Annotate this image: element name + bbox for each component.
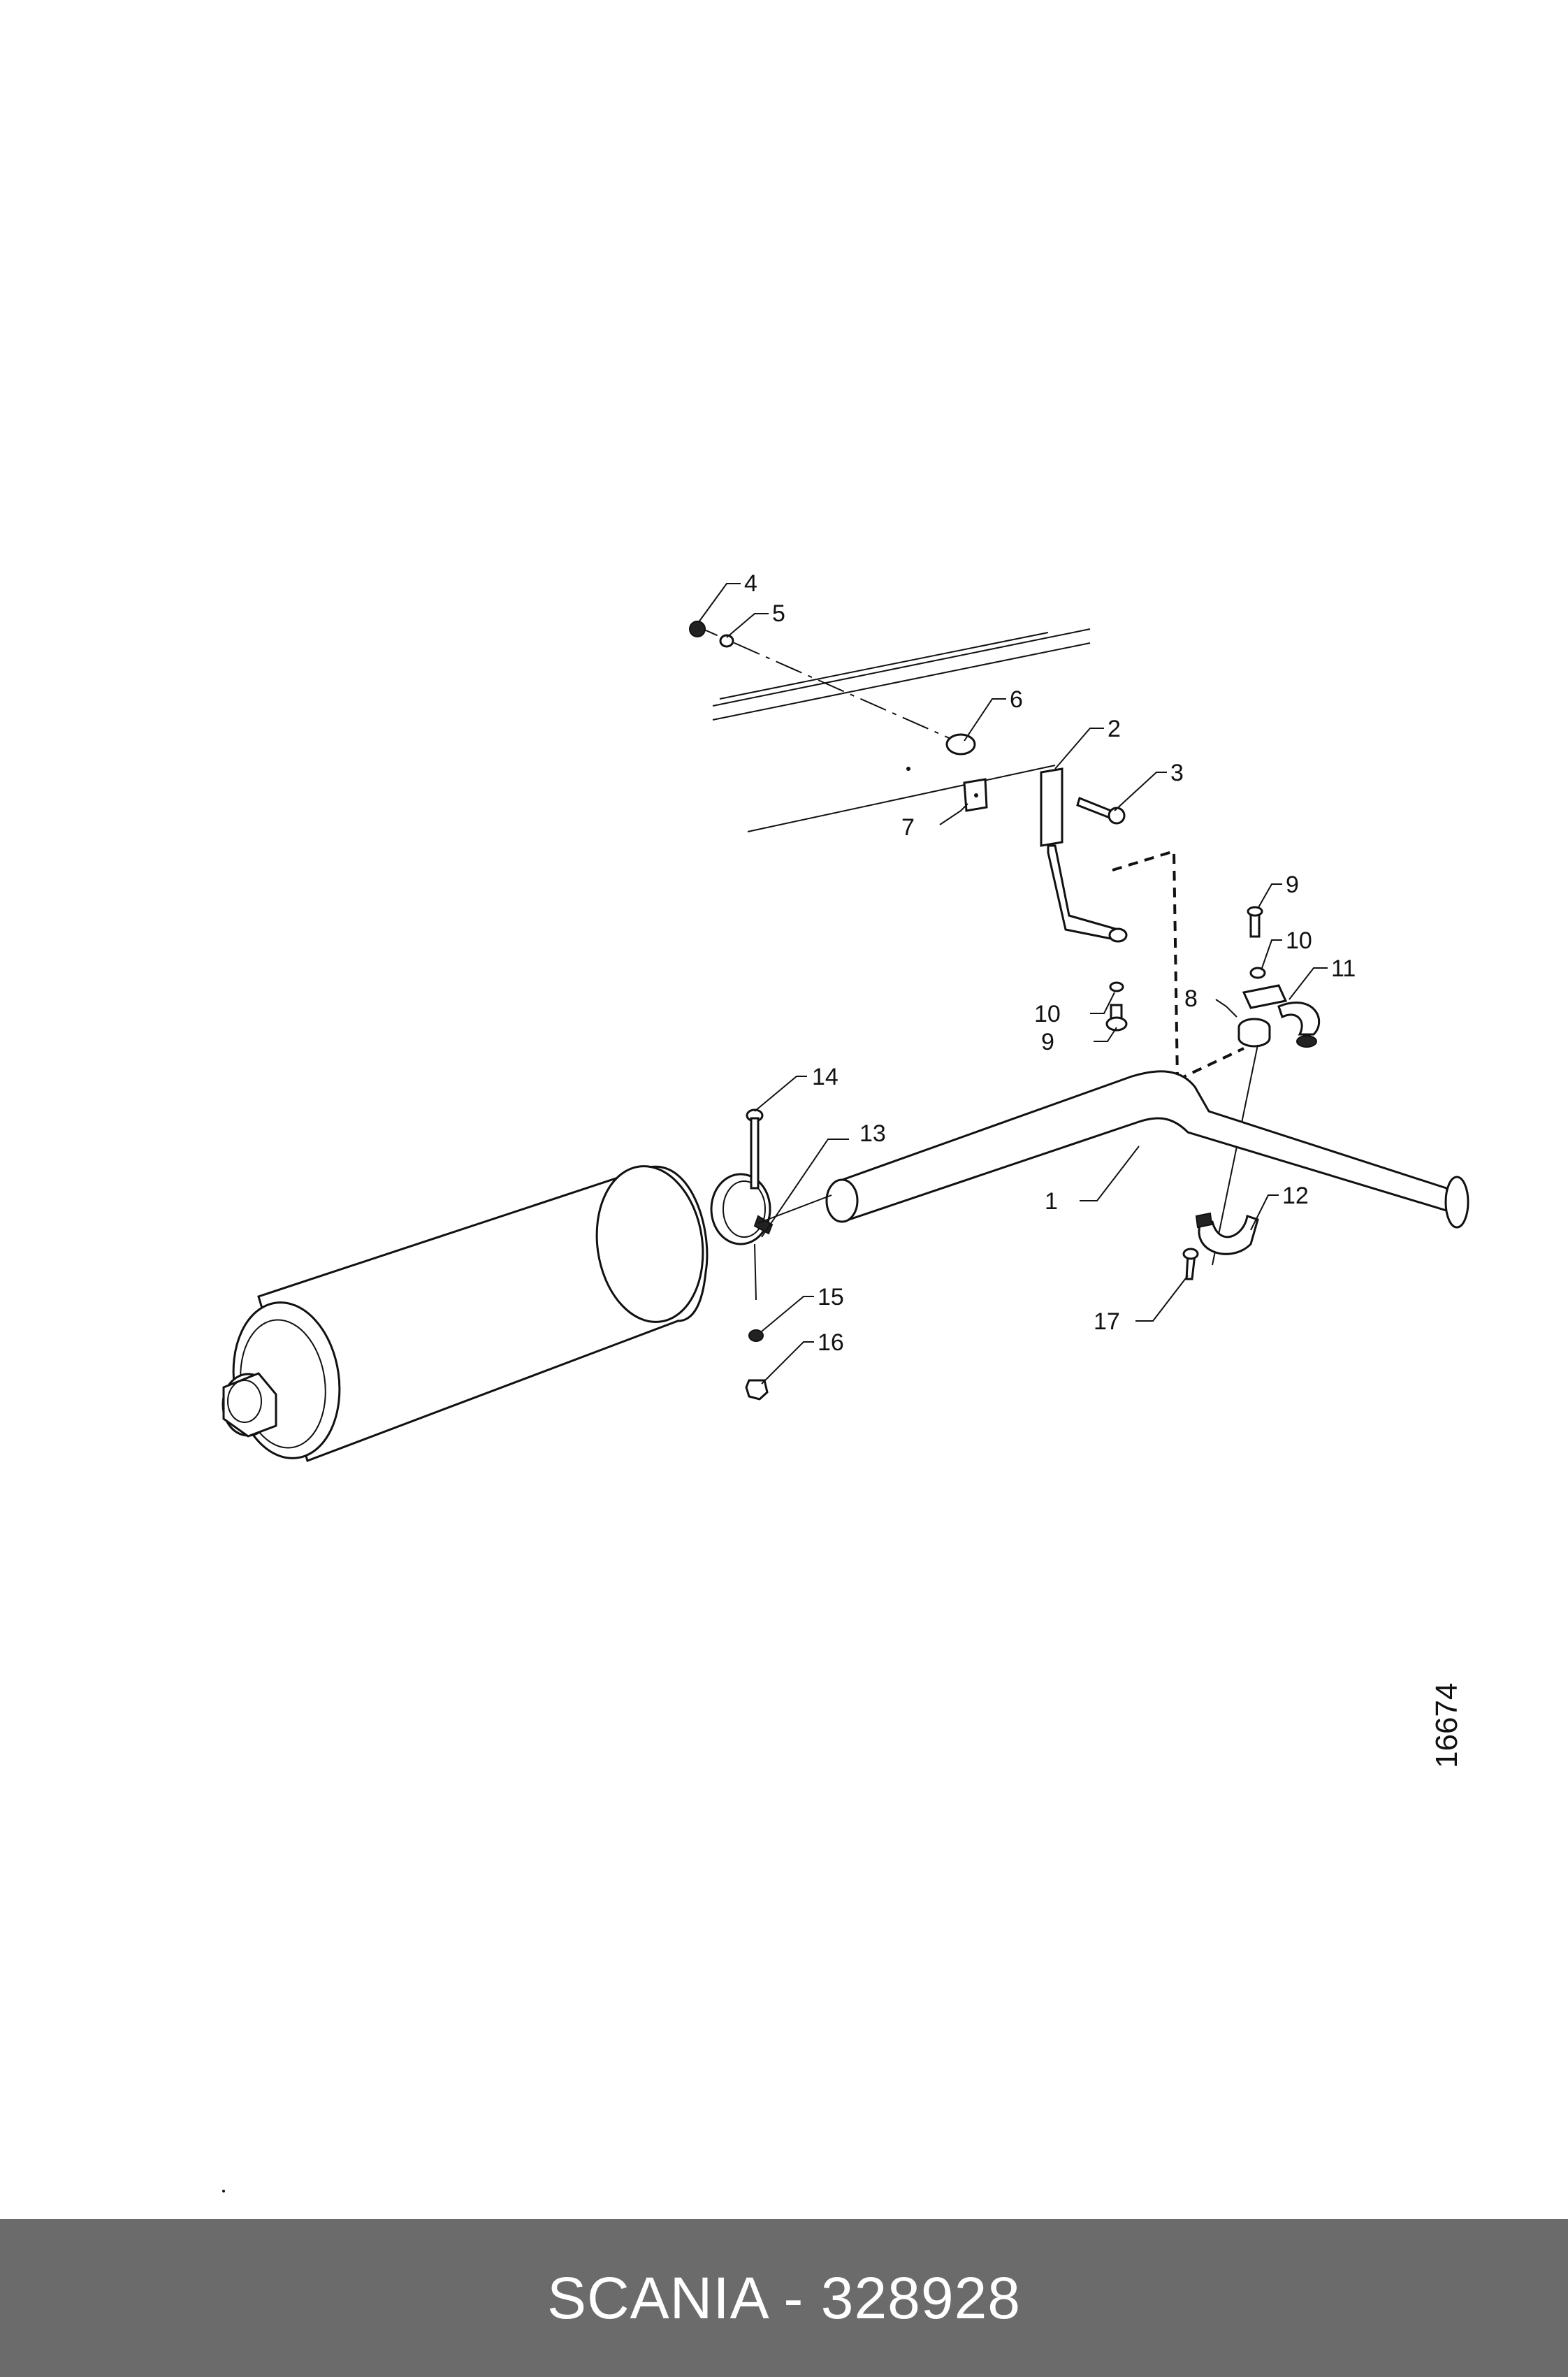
callout-10-lower: 10: [1034, 1001, 1061, 1027]
washer-part-5: [719, 634, 734, 648]
washer-part-6: [945, 733, 976, 756]
bolt-part-9-upper: [1247, 906, 1263, 938]
callout-2: 2: [1108, 716, 1121, 742]
screw-part-17: [1182, 1248, 1199, 1280]
washer-part-10-upper: [1249, 967, 1266, 979]
callout-5: 5: [772, 600, 785, 627]
bolt-part-3: [1076, 796, 1126, 825]
frame-rail: [712, 628, 1091, 832]
nut-part-4: [689, 621, 706, 637]
clamp-assembly-line: [757, 1194, 832, 1224]
washer-part-10-lower: [1109, 981, 1124, 992]
callout-7: 7: [901, 814, 915, 841]
callout-8: 8: [1184, 985, 1198, 1012]
callout-13: 13: [859, 1120, 886, 1147]
clamp-part-13: [710, 1173, 774, 1245]
clamp-part-12: [1195, 1212, 1259, 1255]
callout-15: 15: [818, 1284, 844, 1310]
footer-bar: SCANIA - 328928: [0, 2219, 1568, 2377]
nut-part-16: [745, 1379, 769, 1401]
callout-3: 3: [1170, 760, 1184, 786]
muffler: [222, 1165, 709, 1462]
footer-label: SCANIA - 328928: [546, 2264, 1022, 2331]
drawing-number: 16674: [1430, 1683, 1464, 1768]
stray-dot: [906, 767, 910, 771]
callout-12: 12: [1282, 1183, 1309, 1209]
exhaust-system-diagram: 4 5 6 2 3 7 9 10 11 8 10 9 14 13 1 12 15…: [222, 570, 1469, 2192]
bolt-part-14: [746, 1108, 764, 1190]
washer-part-15: [748, 1329, 764, 1342]
exhaust-pipe-part-1: [825, 1070, 1469, 1229]
callout-6: 6: [1010, 686, 1023, 713]
plate-part-7: [963, 778, 988, 812]
mounting-axis-line: [691, 623, 972, 749]
clamp-part-11: [1242, 984, 1321, 1048]
rubber-mount-part-8: [1237, 1018, 1271, 1048]
leader-lines: [698, 583, 1328, 1385]
callout-14: 14: [812, 1064, 839, 1090]
bolt-axis-line: [754, 1243, 757, 1301]
bolt-part-9-lower: [1105, 1004, 1128, 1032]
callout-4: 4: [744, 570, 757, 597]
stray-dot: [222, 2190, 225, 2192]
assembly-dashed-line: [1112, 849, 1244, 1081]
callout-1: 1: [1045, 1188, 1058, 1215]
callout-9-upper: 9: [1286, 872, 1299, 898]
callout-16: 16: [818, 1329, 844, 1356]
callout-10-upper: 10: [1286, 927, 1312, 954]
callout-11: 11: [1331, 955, 1356, 982]
callout-17: 17: [1094, 1308, 1120, 1335]
clamp-axis-line: [1212, 1044, 1258, 1266]
bracket-part-2: [1040, 767, 1128, 943]
callout-9-lower: 9: [1041, 1029, 1054, 1055]
